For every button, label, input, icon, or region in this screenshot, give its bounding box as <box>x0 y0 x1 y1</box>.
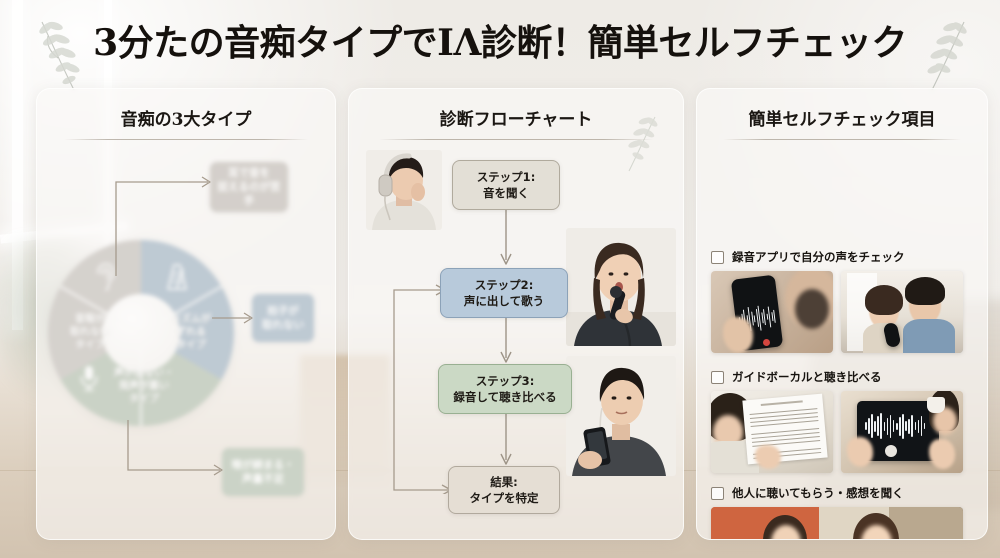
connector-step1-to-step2 <box>500 208 512 265</box>
flow-step-2-line2: 声に出して歌う <box>463 294 545 308</box>
thumb-phone-recording-waveform <box>711 271 833 353</box>
checkbox-icon[interactable] <box>711 250 724 264</box>
thumb-reading-sheet-music <box>711 391 833 473</box>
flow-result-line1: 結果: <box>490 474 518 489</box>
thumb-tablet-audio-editor <box>841 391 963 473</box>
checkbox-icon[interactable] <box>711 486 724 500</box>
olive-branch-icon <box>927 21 967 91</box>
thumbnail-row-1 <box>711 271 963 353</box>
thumb-two-women-karaoke <box>711 507 963 539</box>
flow-step-1: ステップ1: 音を聞く <box>452 160 560 210</box>
checklist-item-3-label: 他人に聴いてもらう・感想を聞く <box>732 486 904 500</box>
connector-pitch-to-callout <box>115 176 211 276</box>
title-divider <box>723 139 961 140</box>
connector-rhythm-to-callout <box>212 312 253 324</box>
checklist-item-2[interactable]: ガイドボーカルと聴き比べる <box>711 369 882 385</box>
connector-step3-to-result <box>500 412 512 465</box>
olive-branch-icon <box>39 21 80 91</box>
thumbnail-row-3 <box>711 507 963 539</box>
connector-step2-to-step3 <box>500 316 512 363</box>
panel-three-types: 音痴の3大タイプ <box>36 88 336 540</box>
panel-title-flowchart: 診断フローチャート <box>439 110 593 130</box>
page-title: 3分たの音痴タイプでIΛ診断！簡単セルフチェック <box>93 22 907 64</box>
flow-step-3-line1: ステップ3: <box>475 373 535 388</box>
photo-man-recording-phone <box>566 356 676 476</box>
thumb-couple-listening-phone <box>841 271 963 353</box>
title-divider <box>63 139 309 140</box>
panel-self-check: 簡単セルフチェック項目 録音アプリで自分の声をチェック <box>696 88 988 540</box>
flow-step-1-line2: 音を聞く <box>483 186 529 200</box>
window-mullion-vertical-left <box>12 0 23 330</box>
flow-step-1-line1: ステップ1: <box>476 169 536 184</box>
checkbox-icon[interactable] <box>711 370 724 384</box>
panel-title-self-check: 簡単セルフチェック項目 <box>748 110 936 130</box>
title-divider <box>379 139 653 140</box>
flow-step-3: ステップ3: 録音して聴き比べる <box>438 364 572 414</box>
flow-step-2: ステップ2: 声に出して歌う <box>440 268 568 318</box>
panel-title-three-types: 音痴の3大タイプ <box>120 110 252 130</box>
photo-headphones-listening <box>366 150 442 230</box>
checklist-item-1[interactable]: 録音アプリで自分の声をチェック <box>711 249 905 265</box>
checklist-item-1-label: 録音アプリで自分の声をチェック <box>732 250 905 264</box>
olive-branch-icon <box>628 116 658 172</box>
flow-step-2-line1: ステップ2: <box>474 277 534 292</box>
flow-result: 結果: タイプを特定 <box>448 466 560 514</box>
flow-step-3-line2: 録音して聴き比べる <box>453 390 557 404</box>
flow-result-line2: タイプを特定 <box>469 491 539 505</box>
checklist-item-2-label: ガイドボーカルと聴き比べる <box>732 370 882 384</box>
photo-woman-singing <box>566 228 676 346</box>
connector-voice-to-callout <box>127 420 223 476</box>
checklist-item-3[interactable]: 他人に聴いてもらう・感想を聞く <box>711 485 904 501</box>
thumbnail-row-2 <box>711 391 963 473</box>
